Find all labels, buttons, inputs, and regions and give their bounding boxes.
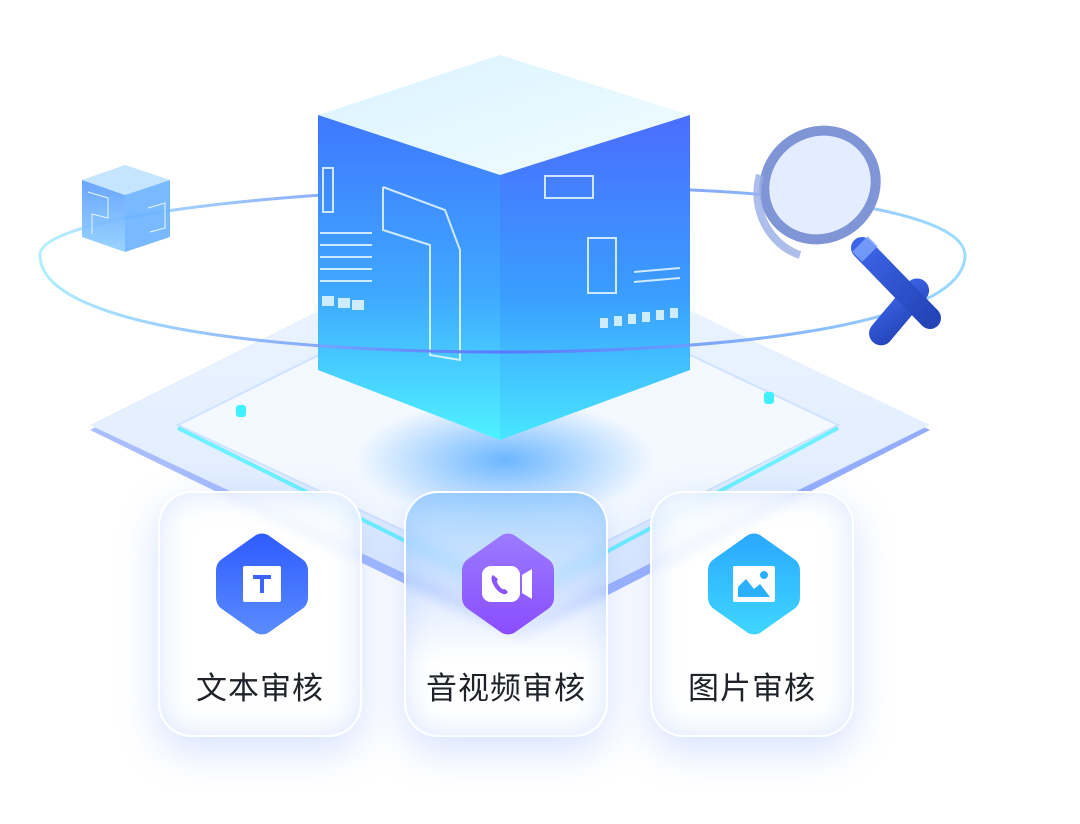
card-image-review[interactable]: 图片审核: [650, 491, 854, 737]
card-label: 音视频审核: [426, 671, 586, 707]
card-label: 文本审核: [196, 671, 324, 707]
small-cube: [82, 165, 170, 252]
video-call-icon: [462, 533, 554, 635]
card-text-review[interactable]: 文本审核: [158, 491, 362, 737]
image-icon: [708, 533, 800, 635]
text-icon: [216, 533, 308, 635]
card-av-review[interactable]: 音视频审核: [404, 491, 608, 737]
card-label: 图片审核: [688, 671, 816, 707]
magnifier-icon: [753, 125, 941, 346]
glass-cube: [318, 55, 690, 440]
